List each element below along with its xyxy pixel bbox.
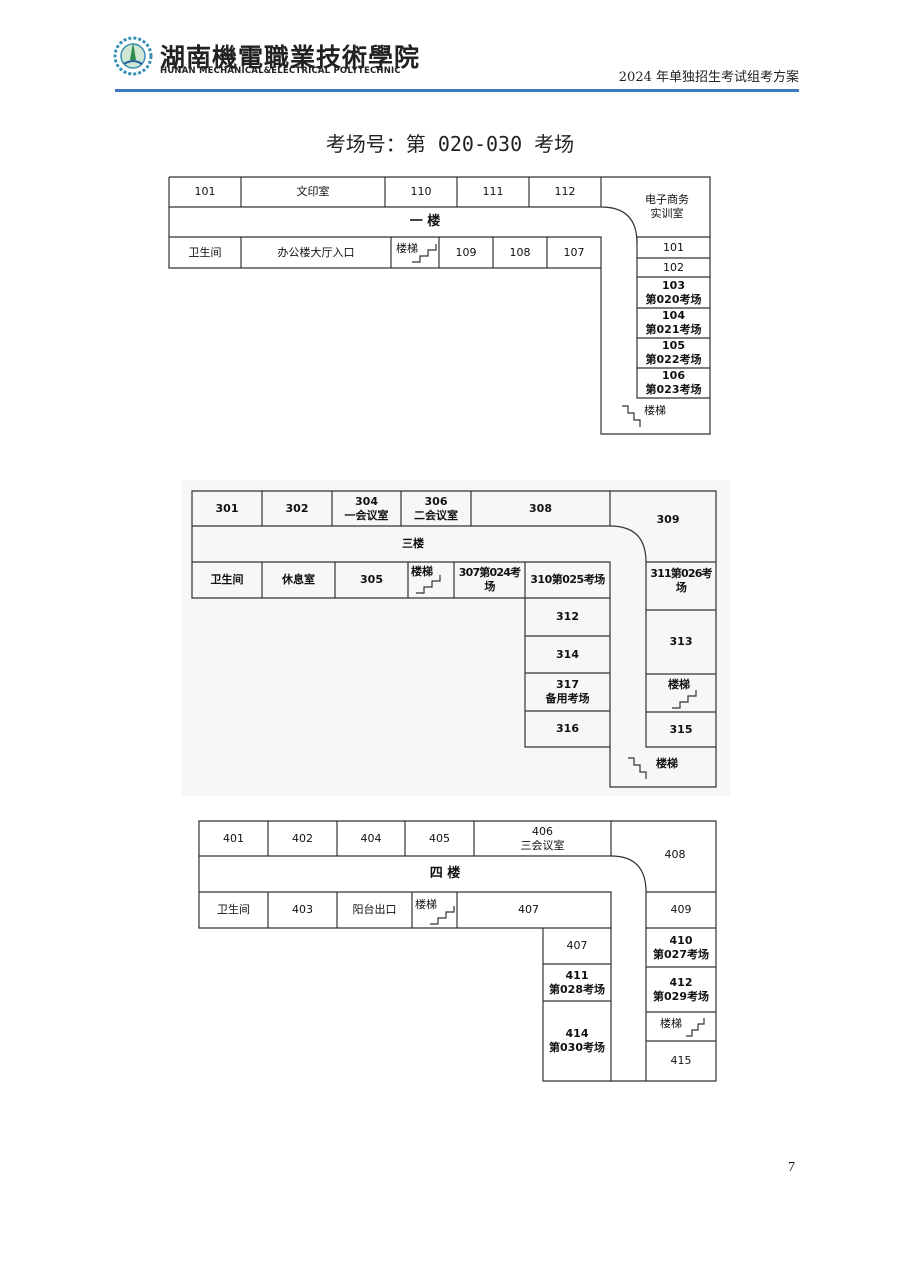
- room-407-wing: 407: [566, 939, 588, 952]
- exam-room-030: 414 第030考场: [549, 1027, 605, 1054]
- room-415: 415: [670, 1054, 692, 1067]
- room-112: 112: [554, 185, 576, 198]
- restroom: 卫生间: [188, 245, 222, 259]
- room-ecommerce-lab: 电子商务 实训室: [645, 193, 689, 220]
- room-406-meeting: 406 三会议室: [520, 824, 565, 852]
- room-401: 401: [223, 831, 244, 845]
- exam-room-023: 106 第023考场: [645, 369, 702, 396]
- stairs-label: 楼梯: [415, 898, 437, 911]
- page-title: 考场号：第 020-030 考场: [325, 132, 575, 156]
- stairs-label-right: 楼梯: [660, 1017, 682, 1030]
- restroom: 卫生间: [210, 573, 244, 586]
- exam-room-020: 103 第020考场: [645, 278, 702, 306]
- stairs-label-wing: 楼梯: [644, 404, 666, 417]
- exam-room-024: 307第024考场: [458, 566, 521, 593]
- room-109: 109: [455, 245, 477, 259]
- exam-room-021: 104 第021考场: [645, 309, 702, 336]
- room-305: 305: [360, 573, 383, 586]
- logo-english-name: HUNAN MECHANICAL&ELECTRICAL POLYTECHNIC: [160, 66, 401, 76]
- room-408: 408: [664, 848, 686, 861]
- room-313: 313: [669, 635, 693, 648]
- room-315: 315: [669, 722, 693, 736]
- stairs-label-right: 楼梯: [668, 678, 690, 691]
- document-title: 2024 年单独招生考试组考方案: [618, 70, 799, 85]
- room-101: 101: [194, 185, 216, 198]
- room-314: 314: [556, 647, 579, 661]
- balcony-exit: 阳台出口: [352, 903, 397, 916]
- room-107: 107: [563, 245, 585, 259]
- floor-label: 四 楼: [429, 866, 461, 881]
- exam-room-029: 412 第029考场: [653, 975, 709, 1003]
- wing-room: 101: [663, 240, 684, 254]
- room-301: 301: [215, 501, 239, 515]
- logo-chinese-name: 湖南機電職業技術學院: [160, 43, 421, 72]
- office-hall-entrance: 办公楼大厅入口: [277, 245, 355, 259]
- room-306-meeting: 306 二会议室: [414, 494, 458, 522]
- room-111: 111: [482, 185, 504, 198]
- room-405: 405: [429, 831, 450, 845]
- room-409: 409: [670, 903, 692, 916]
- header-divider: [115, 89, 799, 92]
- room-308: 308: [529, 501, 552, 515]
- exam-room-028: 411 第028考场: [549, 968, 605, 996]
- wing-room: 102: [663, 260, 684, 274]
- exam-room-025: 310第025考场: [530, 573, 605, 586]
- room-317-backup: 317 备用考场: [545, 678, 590, 705]
- restroom: 卫生间: [217, 903, 250, 916]
- room-302: 302: [285, 501, 309, 515]
- room-402: 402: [292, 831, 313, 845]
- room-108: 108: [509, 245, 531, 259]
- room-309: 309: [656, 513, 680, 526]
- floor3-background: [182, 480, 730, 796]
- room-403: 403: [292, 903, 313, 916]
- floor-label: 三楼: [402, 537, 424, 550]
- floor-label: 一 楼: [409, 214, 441, 229]
- room-110: 110: [410, 185, 432, 198]
- room-407: 407: [518, 903, 539, 916]
- stairs-label-bottom: 楼梯: [656, 757, 678, 770]
- stairs-label: 楼梯: [396, 242, 418, 255]
- page-number: 7: [788, 1160, 795, 1175]
- exam-room-022: 105 第022考场: [645, 339, 702, 366]
- room-304-meeting: 304 一会议室: [344, 494, 389, 522]
- stairs-label: 楼梯: [411, 565, 433, 578]
- lounge: 休息室: [282, 573, 315, 586]
- exam-room-026: 311第026考场: [650, 566, 712, 594]
- room-404: 404: [360, 831, 382, 845]
- room-312: 312: [556, 610, 579, 623]
- exam-room-027: 410 第027考场: [653, 933, 709, 961]
- room-316: 316: [556, 722, 579, 735]
- college-logo: [112, 34, 154, 78]
- room-print-office: 文印室: [296, 185, 330, 198]
